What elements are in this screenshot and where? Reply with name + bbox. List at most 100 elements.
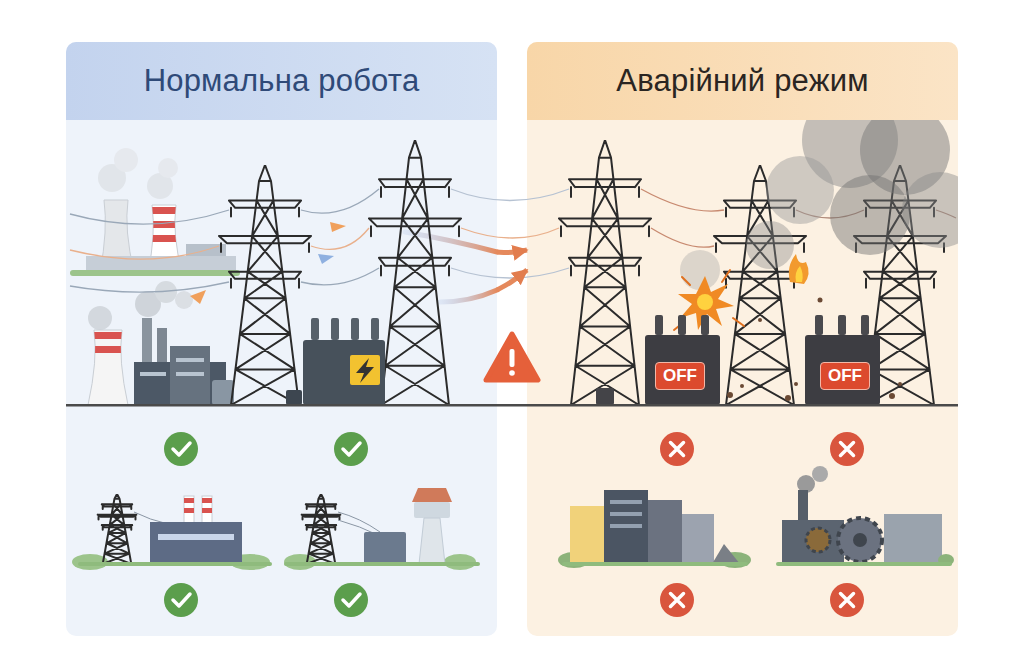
flow-arrow [330, 222, 346, 232]
power-plant [80, 281, 234, 405]
steam-cloud [114, 148, 138, 172]
debris [727, 298, 902, 402]
transmission-tower [559, 140, 651, 405]
steam-cloud [158, 158, 178, 178]
fire-flame [796, 266, 803, 282]
wire [651, 228, 714, 247]
cooling-tower [88, 330, 128, 405]
ground-strip [776, 562, 952, 566]
smoke [680, 120, 958, 290]
transfer-arrow [497, 250, 527, 252]
insulator [838, 315, 846, 335]
transmission-tower [219, 165, 311, 405]
stripe [202, 508, 212, 513]
debris-bit [727, 392, 733, 398]
wire [641, 189, 724, 211]
transmission-tower [98, 494, 137, 564]
flow-arrow [190, 290, 206, 304]
smoke-cloud [88, 306, 112, 330]
status-badge: OFF [820, 362, 870, 390]
explosion [674, 254, 809, 330]
building [570, 506, 608, 564]
panel-heading: Нормальна робота [66, 42, 497, 120]
window-row [158, 534, 234, 540]
transmission-tower [302, 494, 341, 564]
debris-bit [794, 382, 798, 386]
stripe [202, 498, 212, 503]
insulator [655, 315, 663, 335]
mode-panel: Нормальна робота [66, 42, 497, 636]
gear [838, 518, 882, 562]
ground-line [66, 404, 958, 407]
window-row [176, 358, 204, 362]
powered-water-tower [284, 488, 480, 570]
ground-strip [562, 562, 748, 566]
cross-mark [830, 583, 864, 617]
wire [311, 228, 369, 249]
smoke-cloud [902, 172, 958, 248]
wire [301, 189, 379, 213]
wire [461, 228, 559, 238]
status-badge: OFF [655, 362, 705, 390]
panel-heading: Аварійний режим [527, 42, 958, 120]
panel-header-band [66, 42, 497, 120]
transfer-arrow-tail [440, 290, 497, 302]
insulator [371, 318, 379, 340]
panel-ground [66, 42, 497, 636]
rubble [712, 544, 740, 564]
power-plant [70, 148, 240, 276]
wire [451, 268, 569, 278]
wire [70, 246, 219, 259]
window-row [176, 372, 204, 376]
check-mark [334, 432, 368, 466]
warning-triangle [486, 334, 538, 380]
factory-building [782, 520, 844, 564]
smoke-cloud [746, 221, 794, 269]
check-mark [164, 583, 198, 617]
stripe [80, 332, 140, 339]
powered-factory [72, 494, 272, 570]
panel-ground [527, 42, 958, 636]
insulator [331, 318, 339, 340]
substation [286, 318, 385, 405]
stripe [140, 235, 190, 242]
insulator [351, 318, 359, 340]
building [884, 514, 942, 564]
debris-bit [898, 382, 902, 386]
warning-sign [350, 355, 380, 385]
building [648, 500, 682, 564]
substation [805, 315, 880, 405]
factory-without-power [776, 466, 954, 566]
cross-mark [830, 432, 864, 466]
panel-header-band [527, 108, 958, 120]
wire [301, 268, 379, 285]
smoke-cloud [680, 250, 720, 290]
substation [596, 315, 720, 405]
debris-bit [740, 384, 744, 388]
wire [70, 210, 229, 224]
insulator [815, 315, 823, 335]
stripe [184, 508, 194, 513]
panel-header-band [66, 108, 497, 120]
debris-bit [758, 318, 762, 322]
debris-bit [818, 298, 823, 303]
ground-strip [284, 562, 480, 566]
building [604, 490, 648, 564]
connector-group [497, 250, 527, 290]
insulator [861, 315, 869, 335]
stripe [184, 498, 194, 503]
window-row [610, 524, 642, 528]
substation-body [805, 335, 880, 405]
water-tower-roof [412, 488, 452, 502]
transfer-arrow [497, 270, 527, 290]
lightning-bolt [356, 358, 374, 383]
building [682, 514, 714, 564]
control-box [596, 388, 614, 405]
water-tower-leg [419, 518, 445, 564]
exclamation-bar [510, 349, 515, 367]
factory-building [150, 522, 242, 564]
triangle [486, 334, 538, 380]
